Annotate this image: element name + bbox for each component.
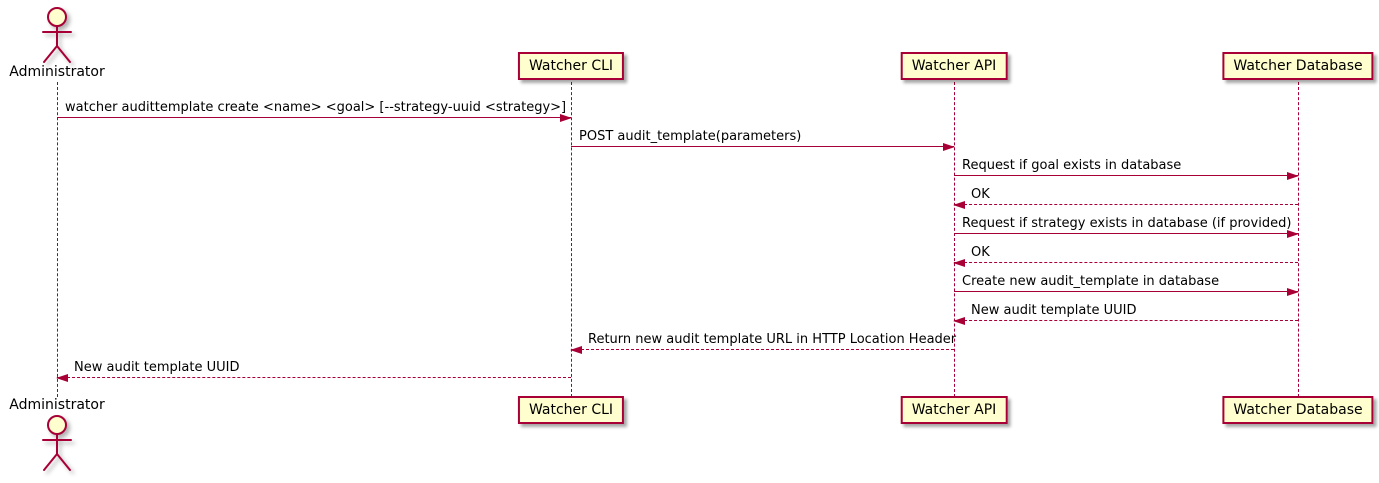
message-label: POST audit_template(parameters): [579, 129, 802, 144]
participant-db-bottom: Watcher Database: [1222, 396, 1374, 424]
lifeline-admin: [57, 82, 58, 397]
message-6: OK: [953, 244, 1298, 267]
participant-api-top: Watcher API: [900, 52, 1008, 80]
message-line: [571, 349, 954, 350]
message-label: Return new audit template URL in HTTP Lo…: [588, 332, 957, 347]
message-line: [954, 320, 1298, 321]
participant-cli-top: Watcher CLI: [517, 52, 625, 80]
arrowhead-icon: [943, 143, 955, 151]
arrowhead-icon: [953, 259, 965, 267]
participant-label: Watcher CLI: [528, 58, 614, 74]
arrowhead-icon: [1287, 230, 1299, 238]
message-label: OK: [971, 245, 990, 260]
lifeline-api: [954, 82, 955, 397]
arrowhead-icon: [560, 114, 572, 122]
actor-icon: [42, 415, 72, 471]
message-line: [571, 146, 954, 147]
actor-label-admin-top: Administrator: [9, 64, 105, 80]
actor-icon: [42, 7, 72, 63]
message-4: OK: [953, 186, 1298, 209]
message-3: Request if goal exists in database: [954, 157, 1299, 180]
message-line: [954, 175, 1298, 176]
message-label: watcher audittemplate create <name> <goa…: [65, 100, 567, 115]
message-8: New audit template UUID: [953, 302, 1298, 325]
message-line: [954, 233, 1298, 234]
message-label: OK: [971, 187, 990, 202]
message-5: Request if strategy exists in database (…: [954, 215, 1299, 238]
message-label: Request if goal exists in database: [962, 158, 1182, 173]
message-10: New audit template UUID: [56, 359, 571, 382]
arrowhead-icon: [1287, 172, 1299, 180]
arrowhead-icon: [56, 374, 68, 382]
arrowhead-icon: [570, 346, 582, 354]
participant-label: Watcher API: [911, 58, 997, 74]
message-label: Create new audit_template in database: [962, 274, 1220, 289]
participant-api-bottom: Watcher API: [900, 396, 1008, 424]
participant-label: Watcher API: [911, 402, 997, 418]
actor-label-admin-bottom: Administrator: [9, 397, 105, 413]
message-line: [954, 262, 1298, 263]
message-2: POST audit_template(parameters): [571, 128, 955, 151]
message-1: watcher audittemplate create <name> <goa…: [57, 99, 572, 122]
participant-label: Watcher CLI: [528, 402, 614, 418]
participant-label: Watcher Database: [1233, 402, 1363, 418]
message-line: [57, 117, 571, 118]
message-line: [57, 377, 571, 378]
message-label: New audit template UUID: [971, 303, 1137, 318]
participant-cli-bottom: Watcher CLI: [517, 396, 625, 424]
message-line: [954, 204, 1298, 205]
lifeline-cli: [571, 82, 572, 397]
arrowhead-icon: [953, 317, 965, 325]
arrowhead-icon: [1287, 288, 1299, 296]
message-7: Create new audit_template in database: [954, 273, 1299, 296]
message-9: Return new audit template URL in HTTP Lo…: [570, 331, 957, 354]
message-label: Request if strategy exists in database (…: [962, 216, 1292, 231]
arrowhead-icon: [953, 201, 965, 209]
message-line: [954, 291, 1298, 292]
lifeline-db: [1298, 82, 1299, 397]
participant-label: Watcher Database: [1233, 58, 1363, 74]
participant-db-top: Watcher Database: [1222, 52, 1374, 80]
message-label: New audit template UUID: [74, 360, 240, 375]
